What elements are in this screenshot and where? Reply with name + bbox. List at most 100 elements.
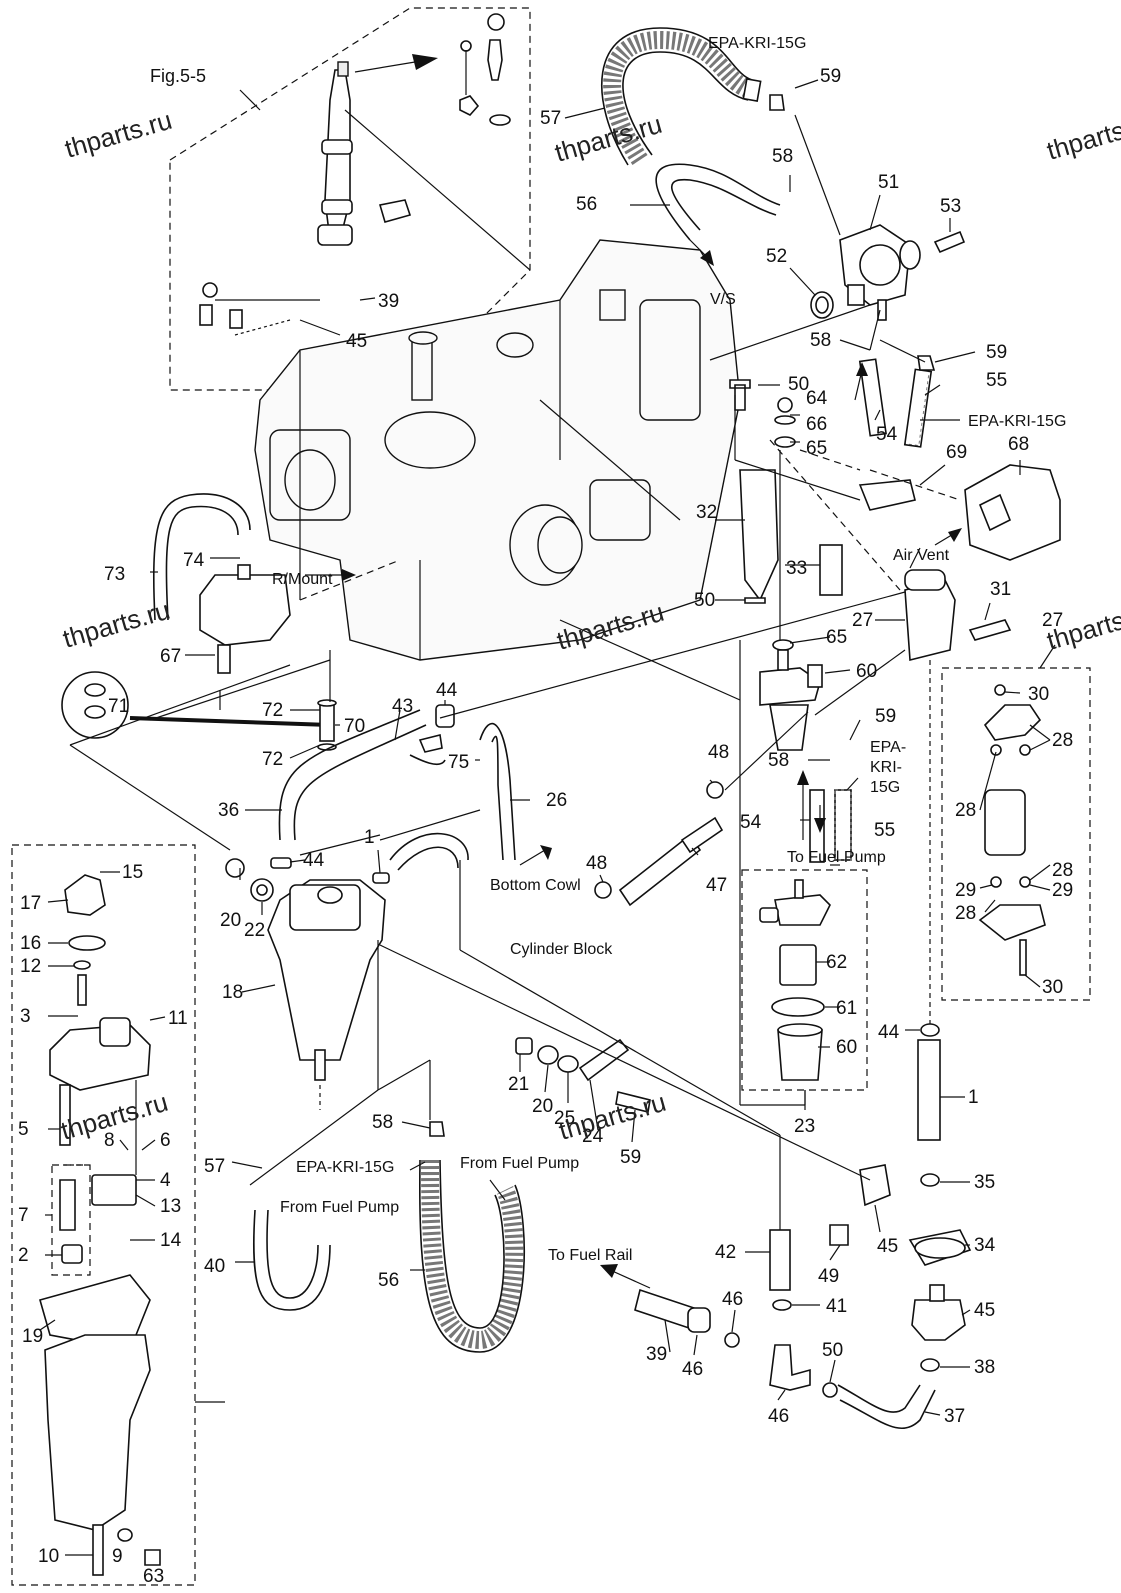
part-number: 48 (586, 853, 607, 874)
part-number: 72 (262, 700, 283, 721)
part-number: 60 (836, 1037, 857, 1058)
part-number: 57 (540, 108, 561, 129)
part-number: 54 (740, 812, 762, 833)
part-number: 37 (944, 1406, 965, 1427)
part-number: 18 (222, 982, 243, 1003)
fuel-pump-13 (59, 1179, 76, 1231)
part-number: 15 (122, 862, 143, 883)
hose-spec-label: KRI- (870, 759, 902, 776)
part-number: 52 (766, 246, 787, 267)
part-number: 68 (1008, 434, 1029, 455)
filter-34 (911, 1299, 966, 1341)
part-number: 38 (974, 1357, 995, 1378)
separator-body (44, 1334, 151, 1531)
part-number: 66 (806, 414, 827, 435)
part-number: 16 (20, 933, 41, 954)
part-number: 17 (20, 893, 41, 914)
part-number: 49 (818, 1266, 839, 1287)
watermark: thparts.ru (59, 595, 173, 654)
bracket-49 (859, 1164, 891, 1207)
part-number: 46 (682, 1359, 703, 1380)
watermark: thparts.ru (61, 105, 175, 164)
part-number: 58 (768, 750, 789, 771)
cylinder-block (254, 239, 741, 661)
part-number: 59 (820, 66, 841, 87)
part-number: 23 (794, 1116, 815, 1137)
part-number: 28 (1052, 730, 1073, 751)
cup-61 (777, 1029, 823, 1081)
o-ring-62 (771, 997, 825, 1017)
hose-spec-label: EPA- (870, 739, 906, 756)
part-number: 61 (836, 998, 857, 1019)
part-number: 71 (108, 696, 129, 717)
part-number: 27 (852, 610, 873, 631)
part-number: 9 (112, 1546, 123, 1567)
part-number: 63 (143, 1566, 164, 1587)
part-number: 30 (1028, 684, 1049, 705)
part-number: 74 (183, 550, 205, 571)
part-number: 65 (826, 627, 847, 648)
part-number: 48 (708, 742, 729, 763)
part-number: 56 (378, 1270, 399, 1291)
part-number: 27 (1042, 610, 1063, 631)
part-number: 46 (768, 1406, 789, 1427)
watermark: thparts.ru (1043, 107, 1121, 166)
hose-spec-label: EPA-KRI-15G (708, 35, 806, 52)
part-number: 36 (218, 800, 239, 821)
part-number: 20 (220, 910, 241, 931)
plate-33 (819, 544, 843, 596)
fuel-filter-detail-frame (741, 869, 868, 1091)
part-number: 44 (303, 850, 325, 871)
bracket-69 (858, 479, 916, 511)
part-number: 73 (104, 564, 125, 585)
to-fuel-pump-label: To Fuel Pump (787, 849, 886, 866)
part-number: 21 (508, 1074, 529, 1095)
part-number: 45 (346, 331, 367, 352)
part-number: 41 (826, 1296, 847, 1317)
part-number: 29 (1052, 880, 1073, 901)
part-number: 44 (436, 680, 458, 701)
breather-tank-67 (199, 574, 291, 646)
part-number: 55 (874, 820, 895, 841)
bolt-53 (933, 230, 966, 254)
part-number: 28 (1052, 860, 1073, 881)
part-number: 53 (940, 196, 961, 217)
part-number: 45 (877, 1236, 898, 1257)
hose-54-upper (858, 358, 887, 437)
rail-fitting (337, 61, 349, 77)
inset-arrow (354, 61, 416, 73)
part-number: 60 (856, 661, 877, 682)
part-number: 1 (364, 827, 375, 848)
vs-label: V/S (710, 291, 736, 308)
clamp-59 (769, 94, 785, 111)
bottom-cowl-label: Bottom Cowl (490, 877, 581, 894)
hose-spec-label: EPA-KRI-15G (296, 1159, 394, 1176)
electric-fuel-pump-assembly (904, 569, 1046, 1025)
part-number: 33 (786, 558, 807, 579)
part-number: 50 (788, 374, 809, 395)
vapor-separator-detail (39, 874, 161, 1576)
part-number: 54 (876, 424, 898, 445)
vapor-separator-detail-frame (11, 844, 196, 1586)
upper-fuel-components (601, 27, 1061, 604)
part-number: 34 (974, 1235, 996, 1256)
hose-spec-label: 15G (870, 779, 900, 796)
part-number: 32 (696, 502, 717, 523)
part-number: 11 (168, 1008, 188, 1029)
part-number: 5 (18, 1119, 29, 1140)
pipe-70 (319, 704, 335, 742)
bolt-31 (968, 619, 1012, 641)
watermark: thparts.ru (555, 1087, 669, 1146)
part-number: 75 (448, 752, 469, 773)
part-number: 43 (392, 696, 413, 717)
part-number: 59 (875, 706, 896, 727)
breather-assembly (61, 493, 337, 751)
from-fuel-pump-label: From Fuel Pump (280, 1199, 399, 1216)
part-number: 4 (160, 1170, 171, 1191)
from-fuel-pump-label: From Fuel Pump (460, 1155, 579, 1172)
part-number: 42 (715, 1242, 736, 1263)
small-parts-mid (252, 1037, 651, 1353)
lower-right-components (600, 1023, 972, 1430)
part-number: 46 (722, 1289, 743, 1310)
part-number: 28 (955, 800, 976, 821)
